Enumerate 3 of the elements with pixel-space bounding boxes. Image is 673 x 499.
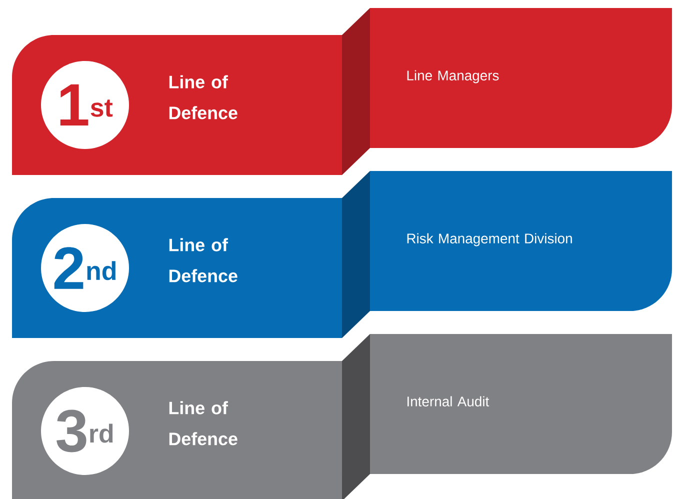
panel: Internal Audit xyxy=(342,334,672,499)
panel: Line Managers xyxy=(342,8,672,175)
panel: Risk Management Division xyxy=(342,171,672,338)
